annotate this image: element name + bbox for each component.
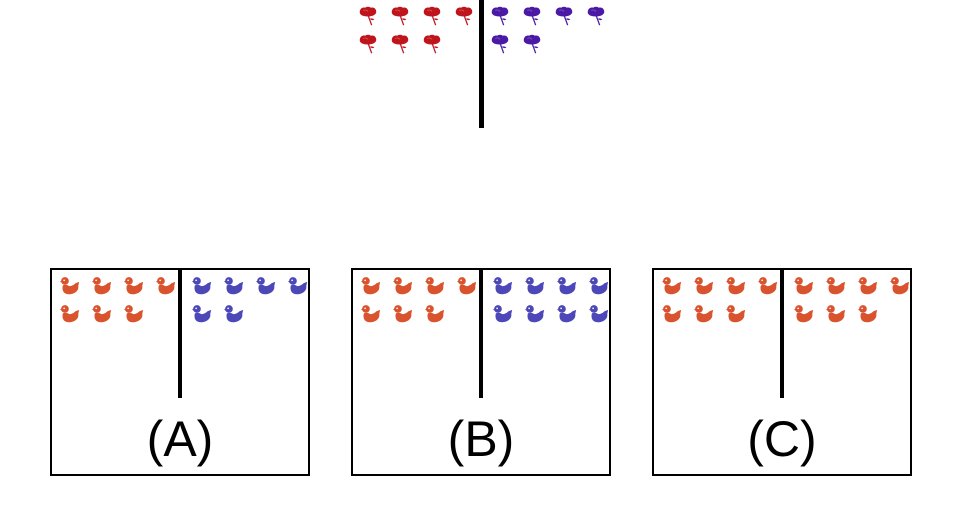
duck-icon <box>387 272 419 300</box>
duck-icon <box>86 300 118 328</box>
rose-icon <box>580 2 612 30</box>
rose-icon <box>384 2 416 30</box>
rose-icon <box>352 2 384 30</box>
duck-icon <box>282 272 314 300</box>
rose-icon <box>352 30 384 58</box>
duck-icon <box>583 300 615 328</box>
duck-icon <box>355 272 387 300</box>
rose-icon <box>516 2 548 30</box>
duck-icon <box>419 300 451 328</box>
duck-icon <box>688 272 720 300</box>
duck-icon <box>186 272 218 300</box>
rose-icon <box>416 2 448 30</box>
duck-icon <box>118 300 150 328</box>
duck-icon <box>551 300 583 328</box>
duck-icon <box>54 300 86 328</box>
duck-icon <box>451 272 483 300</box>
reference-divider <box>479 0 484 128</box>
duck-icon <box>519 272 551 300</box>
duck-icon <box>487 272 519 300</box>
duck-icon <box>519 300 551 328</box>
reference-right-group <box>484 2 612 58</box>
option-b-right-group <box>487 272 615 328</box>
duck-icon <box>54 272 86 300</box>
duck-icon <box>820 300 852 328</box>
rose-icon <box>384 30 416 58</box>
duck-icon <box>250 272 282 300</box>
duck-icon <box>720 300 752 328</box>
option-c-label: (C) <box>747 411 817 467</box>
duck-icon <box>86 272 118 300</box>
duck-icon <box>218 272 250 300</box>
duck-icon <box>118 272 150 300</box>
option-b-label: (B) <box>447 411 515 467</box>
rose-icon <box>416 30 448 58</box>
option-b-box[interactable]: (B) <box>351 268 611 476</box>
duck-icon <box>487 300 519 328</box>
option-c-box[interactable]: (C) <box>652 268 912 476</box>
duck-icon <box>820 272 852 300</box>
option-a-label: (A) <box>146 411 214 467</box>
option-a-right-group <box>186 272 314 328</box>
option-a-left-group <box>54 272 182 328</box>
rose-icon <box>484 2 516 30</box>
duck-icon <box>720 272 752 300</box>
duck-icon <box>656 272 688 300</box>
option-b-divider <box>479 270 483 398</box>
duck-icon <box>688 300 720 328</box>
option-c-divider <box>780 270 784 398</box>
duck-icon <box>387 300 419 328</box>
rose-icon <box>484 30 516 58</box>
option-b-left-group <box>355 272 483 328</box>
duck-icon <box>852 272 884 300</box>
duck-icon <box>583 272 615 300</box>
duck-icon <box>150 272 182 300</box>
rose-icon <box>548 2 580 30</box>
option-c-right-group <box>788 272 916 328</box>
duck-icon <box>788 300 820 328</box>
duck-icon <box>788 272 820 300</box>
duck-icon <box>419 272 451 300</box>
duck-icon <box>551 272 583 300</box>
reference-left-group <box>352 2 480 58</box>
option-a-divider <box>178 270 182 398</box>
duck-icon <box>218 300 250 328</box>
duck-icon <box>752 272 784 300</box>
duck-icon <box>355 300 387 328</box>
duck-icon <box>186 300 218 328</box>
duck-icon <box>656 300 688 328</box>
rose-icon <box>448 2 480 30</box>
duck-icon <box>884 272 916 300</box>
option-a-box[interactable]: (A) <box>50 268 310 476</box>
option-c-left-group <box>656 272 784 328</box>
rose-icon <box>516 30 548 58</box>
duck-icon <box>852 300 884 328</box>
